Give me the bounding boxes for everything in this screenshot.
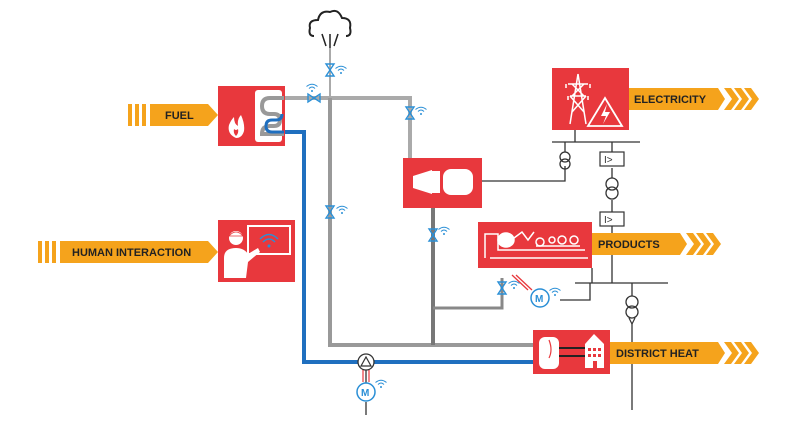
district-heat-label: DISTRICT HEAT — [616, 348, 699, 360]
wireless-icon — [508, 280, 520, 290]
heat-exchanger-icon — [255, 90, 284, 142]
motor-label: M — [535, 294, 543, 305]
breaker-label: I> — [604, 155, 613, 166]
wireless-icon — [415, 106, 427, 116]
wireless-icon — [438, 226, 450, 236]
paper-machine-icon — [484, 230, 588, 259]
products-box[interactable] — [478, 222, 592, 268]
motor-icon[interactable]: M — [530, 288, 550, 308]
electric-line-turbine — [482, 166, 566, 182]
return-water-pipe — [285, 130, 533, 364]
turbine-box[interactable] — [403, 158, 482, 208]
electricity-box[interactable] — [552, 68, 629, 130]
wireless-icon — [335, 65, 347, 75]
pump-motor-red — [362, 368, 370, 382]
motor-icon[interactable]: M — [356, 382, 376, 402]
district-heat-output-arrow: DISTRICT HEAT — [610, 342, 759, 364]
wireless-icon — [336, 205, 348, 215]
transformer-icon — [605, 177, 619, 200]
tank-icon — [539, 337, 559, 369]
motor-label: M — [361, 388, 369, 399]
wireless-icon — [306, 83, 318, 93]
transformer-icon — [559, 151, 571, 170]
turbine-icon — [413, 169, 473, 195]
breaker-label: I> — [604, 215, 613, 226]
fuel-label: FUEL — [165, 110, 194, 122]
flame-icon — [228, 115, 245, 138]
wireless-icon — [375, 379, 387, 389]
electricity-output-arrow: ELECTRICITY — [629, 88, 759, 110]
breaker-icon[interactable]: I> — [599, 151, 625, 167]
transformer-icon — [625, 295, 639, 326]
building-icon — [585, 334, 604, 368]
cloud-steam-icon — [308, 9, 352, 48]
wireless-icon — [549, 287, 561, 297]
electricity-label: ELECTRICITY — [634, 94, 707, 106]
human-interaction-label: HUMAN INTERACTION — [72, 247, 191, 259]
products-output-arrow: PRODUCTS — [592, 233, 721, 255]
main-steam-pipe — [328, 98, 533, 347]
pump-icon[interactable] — [357, 353, 375, 371]
steam-pipe — [285, 96, 412, 160]
human-interaction-arrow: HUMAN INTERACTION — [38, 241, 218, 263]
power-pylon-icon — [565, 73, 591, 125]
lightning-icon — [586, 96, 624, 127]
fuel-input-arrow: FUEL — [128, 104, 218, 126]
product-steam-pipe — [433, 278, 504, 310]
operator-box[interactable] — [218, 220, 295, 282]
operator-screen-icon — [224, 225, 291, 278]
boiler-box[interactable] — [218, 86, 285, 146]
breaker-icon[interactable]: I> — [599, 211, 625, 227]
motor-line — [511, 274, 533, 291]
district-heat-box[interactable] — [533, 330, 610, 374]
heat-lines — [559, 347, 585, 357]
electric-bus-top — [552, 130, 640, 152]
products-label: PRODUCTS — [598, 239, 660, 251]
